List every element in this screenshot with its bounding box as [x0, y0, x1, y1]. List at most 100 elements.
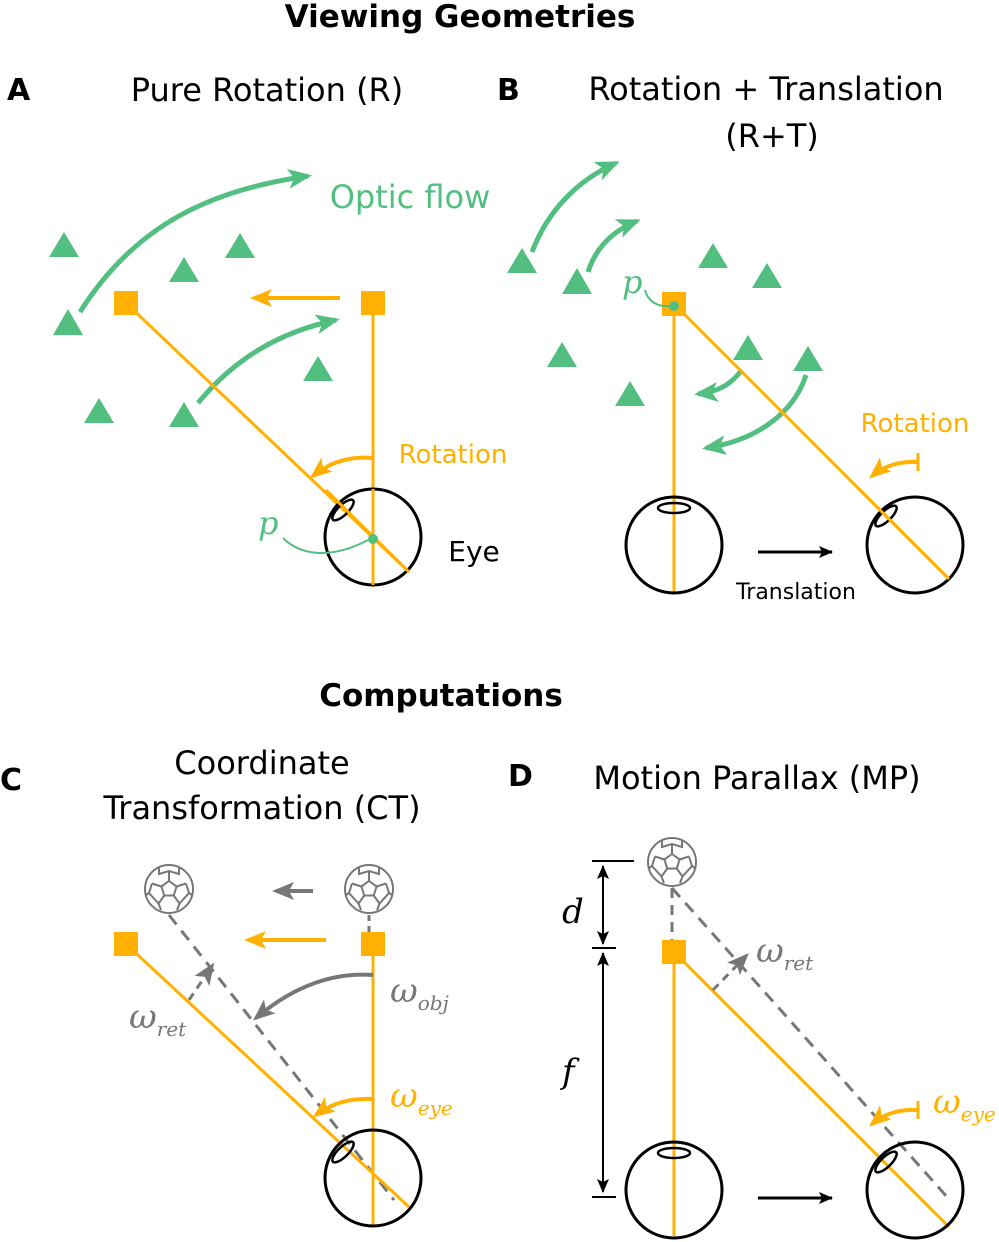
svg-text:ωret: ωret: [756, 931, 814, 975]
omega-ret-label-d: ωret: [756, 931, 814, 975]
section-title-viewing-geometries: Viewing Geometries: [285, 0, 636, 35]
eye-b-left: [624, 495, 724, 595]
panel-b-title-line2: (R+T): [725, 117, 819, 155]
omega-ret-arrow: [187, 962, 215, 1001]
omega-symbol: ω: [390, 1076, 418, 1116]
flow-point: [53, 309, 83, 335]
soccer-ball-icon: [647, 837, 697, 887]
omega-symbol: ω: [129, 997, 157, 1037]
p-label-b: p: [622, 263, 642, 301]
optic-flow-arrow-large: [77, 168, 312, 314]
omega-subscript: eye: [961, 1102, 996, 1126]
optic-flow-label: Optic flow: [330, 178, 491, 216]
dashed-line-ball-d: [670, 887, 950, 1199]
rotation-center-point: [368, 534, 378, 544]
panel-a: A Pure Rotation (R) Optic flow Rotation: [7, 71, 508, 587]
flow-point: [733, 335, 763, 360]
omega-subscript: ret: [157, 1017, 187, 1041]
flow-arrow-b4: [702, 374, 809, 455]
gaze-line-c-rotated: [124, 942, 411, 1209]
panel-b-letter: B: [497, 73, 520, 108]
flow-arrow-b2: [585, 218, 641, 273]
flow-point: [698, 243, 728, 268]
svg-text:ωret: ωret: [129, 997, 187, 1041]
omega-eye-arrow-d: [868, 1105, 919, 1127]
omega-symbol: ω: [756, 931, 784, 971]
eye-b-right: [865, 495, 965, 595]
flow-point: [169, 402, 199, 427]
gaze-line-d-rotated: [672, 950, 951, 1229]
gaze-through-eye-b: [855, 485, 951, 581]
eye-d-right: [865, 1140, 965, 1240]
flow-point: [752, 263, 782, 288]
optic-flow-points-b: [507, 243, 823, 406]
panel-c: C Coordinate Transformation (CT) ωobj ωr…: [0, 744, 453, 1228]
p-label-a: p: [258, 504, 278, 542]
soccer-ball-icon: [344, 864, 394, 914]
optic-flow-points-a: [49, 232, 333, 427]
eye-label: Eye: [448, 535, 500, 568]
lens-icon: [656, 1146, 692, 1160]
panel-c-letter: C: [0, 763, 22, 798]
translation-label: Translation: [735, 580, 856, 605]
fixation-target: [361, 291, 385, 315]
flow-point: [562, 268, 592, 294]
panel-d-title: Motion Parallax (MP): [593, 759, 920, 797]
p-pointer-a: [282, 537, 369, 554]
omega-subscript: ret: [784, 951, 814, 975]
lens-icon: [656, 501, 692, 515]
omega-eye-label-d: ωeye: [933, 1082, 996, 1126]
omega-subscript: obj: [418, 991, 449, 1015]
dashed-line-ball: [167, 914, 396, 1201]
section-title-computations: Computations: [319, 678, 563, 714]
rotation-arrow-b: [868, 457, 919, 479]
p-pointer-b: [644, 289, 671, 308]
omega-obj-arrow: [252, 972, 374, 1021]
d-label: d: [562, 892, 584, 932]
point-p-b: [669, 301, 679, 311]
omega-eye-arrow-c: [312, 1096, 374, 1118]
flow-point: [169, 257, 199, 282]
lens-icon: [331, 1140, 355, 1164]
omega-symbol: ω: [933, 1082, 961, 1122]
fixation-target-d: [662, 940, 686, 964]
panel-d-letter: D: [508, 759, 533, 794]
flow-point: [303, 356, 333, 381]
flow-arrow-b3: [694, 368, 744, 402]
lens-icon: [874, 1150, 898, 1174]
omega-subscript: eye: [418, 1096, 453, 1120]
panel-b: B Rotation + Translation (R+T) p Rotati: [497, 70, 969, 605]
optic-flow-arrow-small: [196, 314, 340, 405]
rotation-label-b: Rotation: [861, 409, 970, 439]
omega-ret-label-c: ωret: [129, 997, 187, 1041]
eye-c: [323, 1128, 423, 1228]
fixation-target-c-rotated: [114, 932, 138, 956]
omega-ret-arrow-d: [711, 953, 749, 992]
panel-c-title-line2: Transformation (CT): [102, 789, 420, 827]
omega-eye-label-c: ωeye: [390, 1076, 453, 1120]
flow-arrow-b1: [529, 160, 620, 253]
panel-d: D Motion Parallax (MP) d f ωret ωeye: [508, 759, 996, 1240]
eye-d-left: [624, 1140, 724, 1240]
lens-icon: [331, 498, 355, 522]
svg-text:ωobj: ωobj: [390, 971, 449, 1015]
flow-point: [49, 232, 79, 257]
flow-point: [507, 248, 537, 273]
omega-obj-label: ωobj: [390, 971, 449, 1015]
gaze-line-through-eye: [324, 488, 411, 574]
flow-point: [547, 342, 577, 367]
flow-point: [84, 398, 114, 423]
omega-symbol: ω: [390, 971, 418, 1011]
soccer-ball-icon: [144, 864, 194, 914]
flow-point: [615, 381, 645, 406]
flow-point: [793, 346, 823, 371]
f-label: f: [559, 1052, 580, 1092]
rotation-arrow-a: [309, 455, 374, 479]
fixation-target-c: [361, 932, 385, 956]
panel-a-title: Pure Rotation (R): [131, 71, 404, 109]
flow-point: [225, 233, 255, 258]
svg-text:ωeye: ωeye: [933, 1082, 996, 1126]
rotation-label-a: Rotation: [399, 440, 508, 470]
fixation-target-rotated: [114, 291, 138, 315]
